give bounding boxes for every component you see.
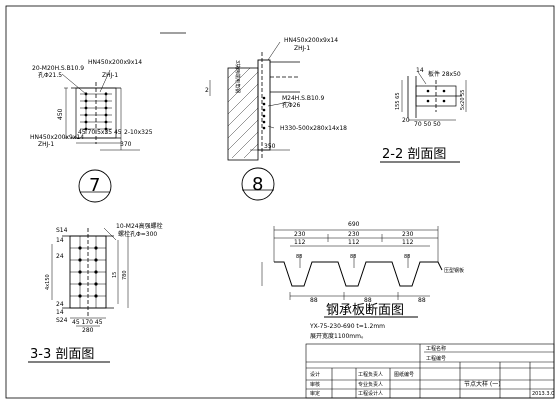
deck-top-1: 230 (294, 231, 306, 238)
tb-r2c3: 专业负责人 (358, 381, 383, 388)
s33-s14: S14 (56, 227, 68, 234)
d7-beam: HN450x200x9x14 (30, 134, 84, 141)
deck-bot-3: 88 (418, 297, 426, 304)
d7-plate: HN450x200x9x14 (88, 59, 142, 66)
d8-hole: 孔Φ26 (282, 101, 301, 109)
deck-mid-1: 112 (294, 239, 306, 246)
d7-plate-dim: 2-10x325 (124, 129, 153, 136)
tb-right-2: 工程编号 (426, 355, 446, 362)
tb-date: 2013.3.0 (532, 391, 554, 397)
tb-r3c3: 工程设计人 (358, 390, 383, 397)
sheet-border (5, 5, 555, 399)
tb-r3c1: 审定 (310, 390, 320, 397)
s33-right: 780 (122, 270, 128, 280)
deck-pitch-1: 88 (296, 254, 302, 260)
d7-hole: 孔Φ21.5 (38, 71, 62, 79)
s33-s24: S24 (56, 317, 68, 324)
d8-col: H330-500x280x14x18 (280, 125, 347, 132)
s33-bot1: 45 170 45 (72, 319, 103, 326)
deck-top-3: 230 (402, 231, 414, 238)
s33-bolts: 10-M24高强螺栓 (116, 222, 163, 230)
tb-mid: 图纸编号 (394, 371, 414, 378)
s33-14b: 14 (56, 309, 64, 316)
detail-7 (61, 69, 140, 203)
s22-plate: 板件 28x50 (428, 70, 461, 78)
detail-8-circle (241, 167, 275, 201)
title-block (305, 343, 555, 399)
deck-profile (261, 226, 443, 300)
deck-690: 690 (348, 221, 360, 228)
d8-beam: HN450x200x9x14 (284, 37, 338, 44)
d7-mark: 7 (89, 175, 100, 196)
tb-r1c3: 工程负责人 (358, 371, 383, 378)
d7-bolts: 20-M20H.S.B10.9 (32, 65, 84, 72)
detail-8 (209, 41, 300, 201)
detail-7-circle (78, 169, 112, 203)
tb-right-1: 工程名称 (426, 345, 446, 352)
s22-20: 20 (402, 117, 410, 124)
s33-title: 3-3 剖面图 (30, 347, 94, 362)
s33-hole: 螺栓孔Φ=300 (118, 230, 157, 238)
deck-side: 压型钢板 (444, 267, 464, 274)
deck-spec: YX-75-230-690 t=1.2mm (309, 323, 385, 330)
d7-bottom: 45 70 5x35 45 (78, 129, 122, 136)
d8-zhj: ZHJ-1 (294, 45, 310, 52)
d8-conn: 3块两端用角钢 (234, 60, 241, 93)
s22-vert: 155 65 (395, 93, 401, 111)
deck-pitch-2: 88 (350, 254, 356, 260)
deck-mid-2: 112 (348, 239, 360, 246)
section-3-3 (51, 227, 129, 327)
d7-zhj: ZHJ-1 (102, 72, 118, 79)
tb-r2c1: 审核 (310, 381, 320, 388)
s33-24a: 24 (56, 253, 64, 260)
d8-axis: 2 (205, 87, 209, 94)
d7-height: 450 (57, 108, 64, 120)
deck-title: 钢承板断面图 (326, 303, 404, 318)
s33-24b: 24 (56, 301, 64, 308)
deck-top-2: 230 (348, 231, 360, 238)
s33-bot2: 280 (82, 327, 94, 334)
s22-right: 5x20 55 (460, 90, 466, 110)
deck-bot-1: 88 (310, 297, 318, 304)
d7-zhj2: ZHJ-1 (38, 141, 54, 148)
deck-pitch-3: 88 (404, 254, 410, 260)
d8-bolts: M24H.S.B10.9 (282, 95, 324, 102)
s22-14: 14 (416, 67, 424, 74)
deck-note: 展开宽度1100mm。 (310, 332, 367, 340)
s33-14a: 14 (56, 237, 64, 244)
section-2-2 (401, 71, 467, 121)
s22-title: 2-2 剖面图 (382, 147, 446, 162)
tb-r1c1: 设计 (310, 371, 320, 378)
s33-mid: 15 (112, 272, 118, 278)
d7-370: 370 (120, 141, 132, 148)
d8-350: 350 (264, 143, 276, 150)
d8-mark: 8 (252, 174, 263, 195)
hatch-8 (227, 67, 259, 159)
deck-mid-3: 112 (402, 239, 414, 246)
s33-left: 4x150 (45, 274, 51, 290)
tb-right-bottom: 节点大样 (一) (464, 380, 501, 388)
s22-bottom: 70 50 50 (414, 121, 441, 128)
deck-bot-2: 88 (364, 297, 372, 304)
